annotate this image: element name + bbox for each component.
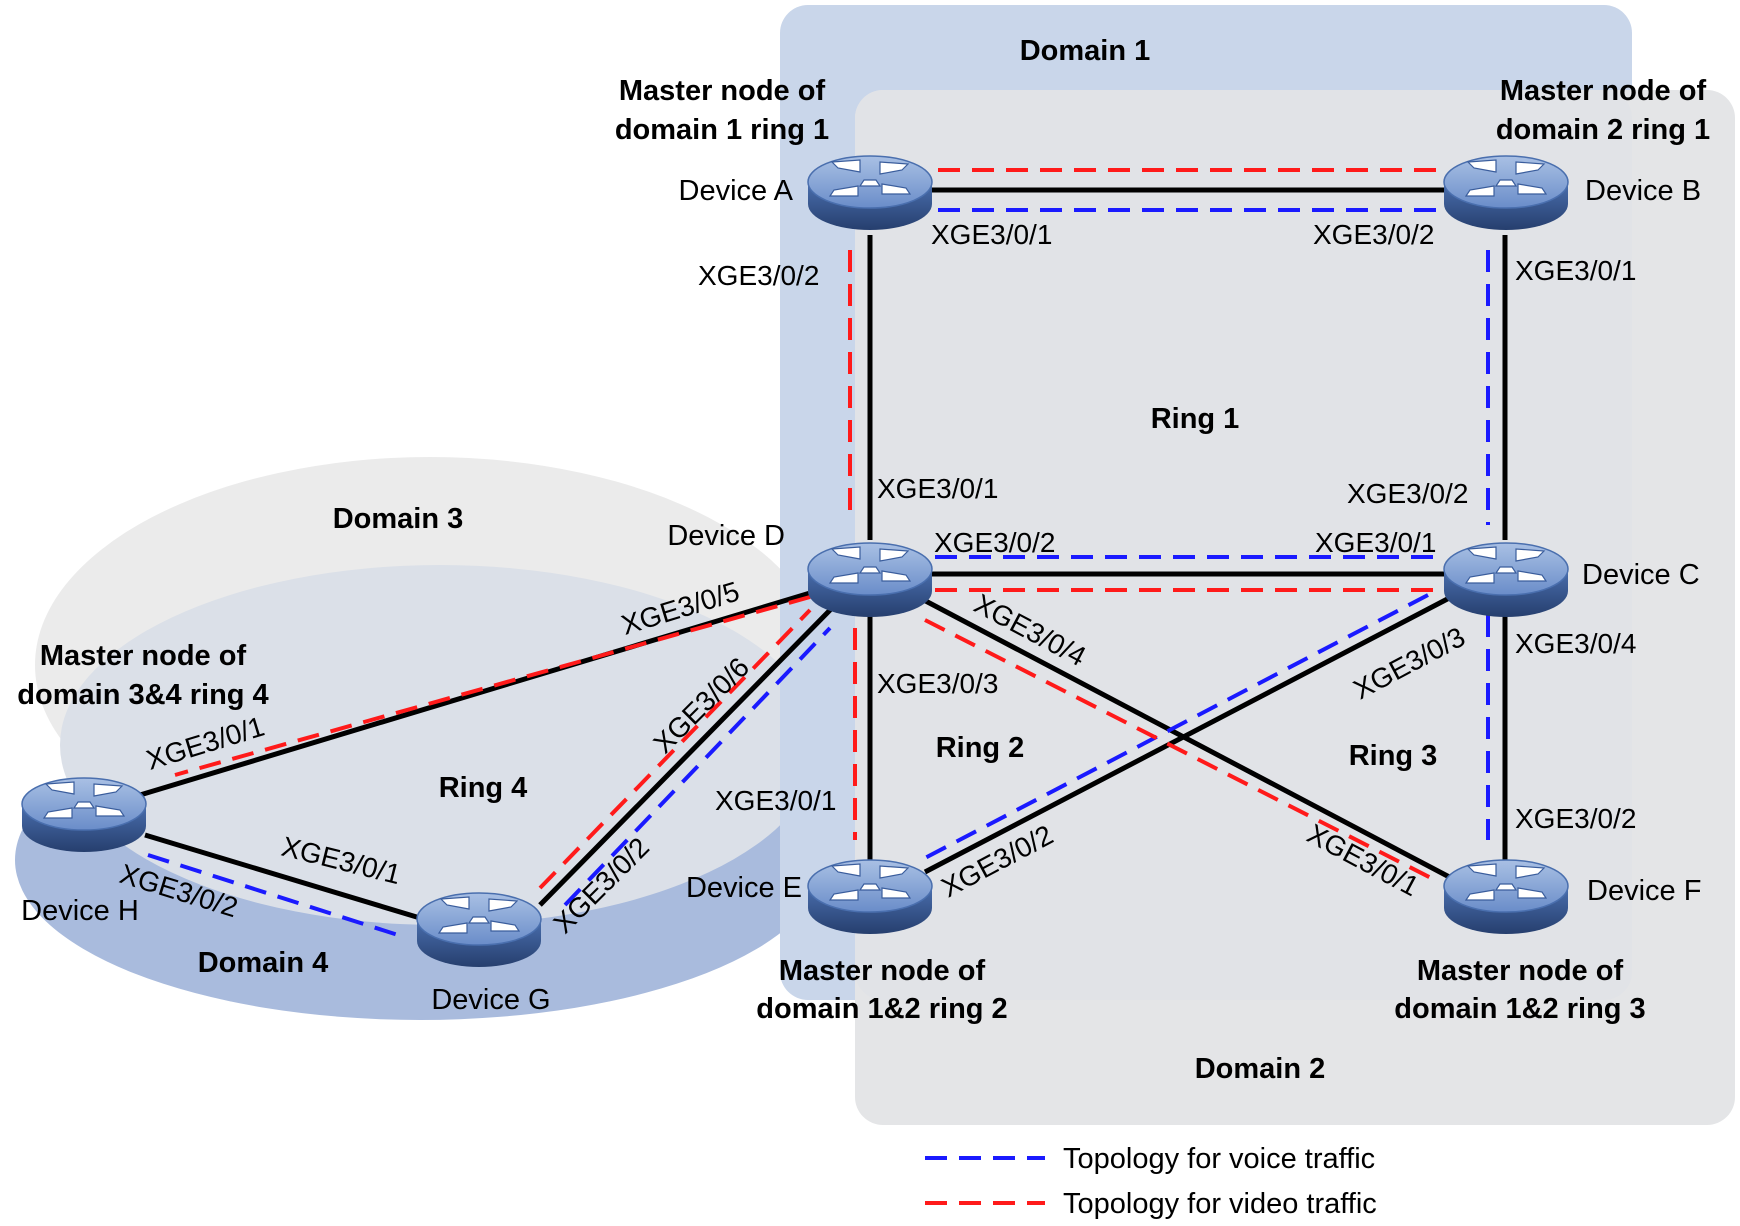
ring-labels: Ring 1 Ring 2 Ring 3 Ring 4 [439,403,1438,804]
port-c-to-d: XGE3/0/1 [1315,527,1436,558]
port-a-to-b: XGE3/0/1 [931,219,1052,250]
device-c-label: Device C [1582,559,1700,591]
master-a-line1: Master node of [619,75,826,107]
port-e-to-d: XGE3/0/1 [715,785,836,816]
master-h-line1: Master node of [40,640,247,672]
port-f-to-c: XGE3/0/2 [1515,803,1636,834]
switch-icon-device-f[interactable] [1443,859,1569,935]
device-b-label: Device B [1585,175,1701,207]
master-h-line2: domain 3&4 ring 4 [17,679,268,711]
device-g-label: Device G [431,984,550,1016]
master-node-labels: Master node of domain 1 ring 1 Master no… [17,75,1710,1025]
legend-video-label: Topology for video traffic [1063,1188,1377,1220]
device-d-label: Device D [667,520,785,552]
device-e-label: Device E [686,872,802,904]
switch-icon-device-b[interactable] [1443,155,1569,231]
link-c-e [923,592,1457,875]
master-b-line2: domain 2 ring 1 [1496,114,1710,146]
master-b-line1: Master node of [1500,75,1707,107]
device-a-label: Device A [679,175,794,207]
domain-3-label: Domain 3 [333,503,464,535]
ring-2-label: Ring 2 [936,732,1025,764]
domain-1-2-overlap-region [855,90,1632,1000]
master-f-line2: domain 1&2 ring 3 [1394,993,1645,1025]
legend-voice-label: Topology for voice traffic [1063,1143,1375,1175]
switch-icon-device-a[interactable] [807,155,933,231]
domain-labels: Domain 1 Domain 2 Domain 3 Domain 4 [198,35,1326,1085]
video-d-h [174,595,811,777]
switch-icon-device-d[interactable] [807,542,933,618]
domain-1-label: Domain 1 [1020,35,1151,67]
port-c-to-f: XGE3/0/4 [1515,628,1636,659]
switch-icon-device-h[interactable] [21,777,147,853]
device-labels: Device A Device B Device C Device D Devi… [21,175,1701,1016]
master-a-line2: domain 1 ring 1 [615,114,829,146]
domain-2-label: Domain 2 [1195,1053,1326,1085]
master-e-line1: Master node of [779,955,986,987]
port-d-to-c: XGE3/0/2 [934,527,1055,558]
domain-regions [15,5,1735,1125]
master-f-line1: Master node of [1417,955,1624,987]
video-d-f [924,618,1436,882]
link-g-d [538,603,837,907]
ring-1-label: Ring 1 [1151,403,1240,435]
video-topology-lines [174,168,1445,890]
voice-h-g [147,853,399,937]
switch-icon-device-e[interactable] [807,859,933,935]
port-d-to-e: XGE3/0/3 [877,668,998,699]
port-b-to-c: XGE3/0/1 [1515,255,1636,286]
port-c-to-b: XGE3/0/2 [1347,478,1468,509]
port-d-to-a: XGE3/0/1 [877,473,998,504]
ring-4-overlap-region [60,565,820,925]
voice-topology-lines [147,208,1490,937]
switch-icon-device-c[interactable] [1443,542,1569,618]
ring-4-label: Ring 4 [439,772,528,804]
device-f-label: Device F [1587,875,1701,907]
port-b-to-a: XGE3/0/2 [1313,219,1434,250]
master-e-line2: domain 1&2 ring 2 [756,993,1007,1025]
port-a-to-d: XGE3/0/2 [698,260,819,291]
video-g-d [538,608,812,890]
device-h-label: Device H [21,895,139,927]
domain-4-label: Domain 4 [198,947,329,979]
ring-3-label: Ring 3 [1349,740,1438,772]
voice-g-d [563,626,832,907]
link-h-g [144,832,421,921]
link-d-f [918,595,1457,883]
legend: Topology for voice traffic Topology for … [925,1143,1377,1220]
voice-c-e [924,593,1429,860]
switch-icon-device-g[interactable] [416,892,542,968]
